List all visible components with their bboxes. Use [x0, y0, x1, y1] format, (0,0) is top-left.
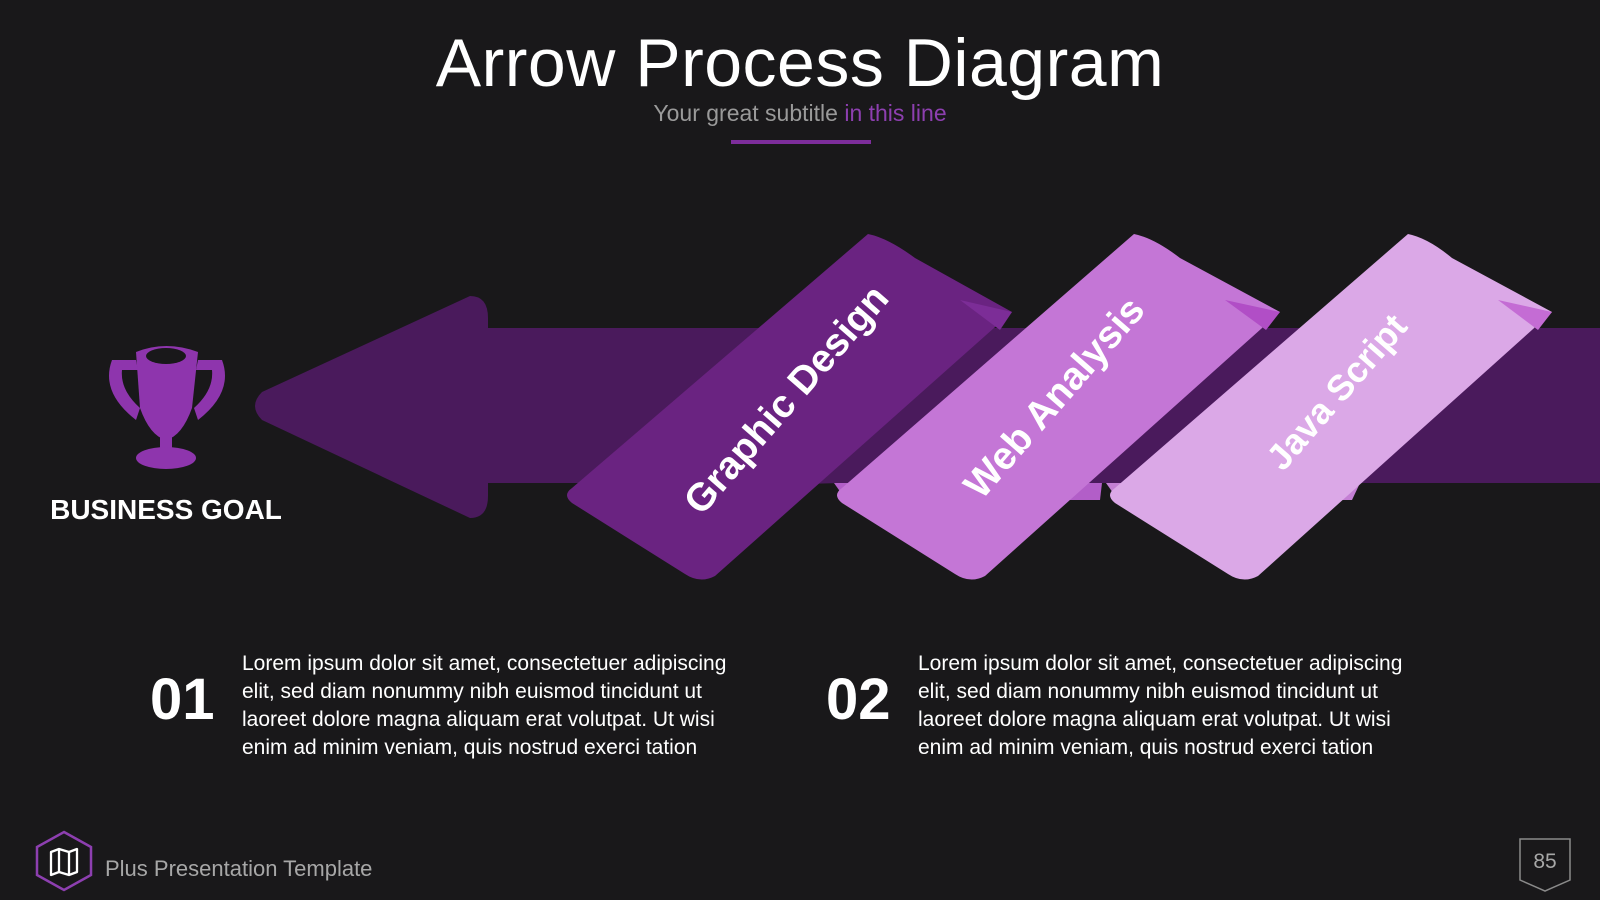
business-goal-label: BUSINESS GOAL — [50, 494, 282, 525]
page-number: 85 — [1533, 850, 1557, 873]
shield-badge-icon — [1519, 838, 1571, 892]
step-text: Lorem ipsum dolor sit amet, consectetuer… — [242, 652, 727, 759]
slide-title: Arrow Process Diagram — [435, 25, 1165, 101]
step-number: 01 — [150, 667, 215, 732]
step-number: 02 — [826, 667, 891, 732]
trophy-icon — [109, 346, 225, 469]
page-number-badge: 85 — [1519, 838, 1571, 892]
title-underline — [731, 140, 871, 144]
step-text: Lorem ipsum dolor sit amet, consectetuer… — [918, 652, 1403, 759]
map-icon — [35, 830, 93, 892]
slide-subtitle: Your great subtitle in this line — [0, 100, 1600, 127]
subtitle-accent: in this line — [844, 100, 947, 126]
subtitle-main: Your great subtitle — [653, 100, 845, 126]
footer-brand: Plus Presentation Template — [105, 856, 373, 881]
